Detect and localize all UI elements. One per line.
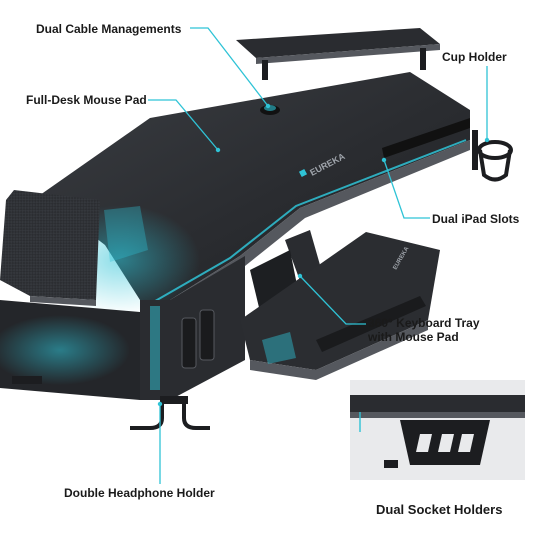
left-wing — [0, 190, 148, 306]
label-keyboard-tray-line1: 360° Keyboard Tray — [368, 316, 480, 330]
leader-lines — [148, 27, 490, 484]
cup-holder-icon — [472, 130, 513, 182]
desk — [0, 72, 470, 400]
headphone-hook-icon — [130, 396, 210, 430]
keyboard-tray-surface — [240, 232, 440, 370]
label-ipad-slots: Dual iPad Slots — [432, 212, 520, 226]
socket-holder-inset — [350, 380, 525, 480]
left-foot — [12, 376, 42, 384]
ipad-slot — [382, 118, 470, 158]
label-keyboard-tray-line2: with Mouse Pad — [368, 330, 459, 344]
label-cable-management: Dual Cable Managements — [36, 22, 182, 36]
label-keyboard-tray: 360° Keyboard Tray with Mouse Pad — [368, 316, 518, 344]
label-cup-holder: Cup Holder — [442, 50, 507, 64]
label-headphone-holder: Double Headphone Holder — [64, 486, 215, 500]
label-mouse-pad: Full-Desk Mouse Pad — [26, 93, 147, 107]
leader-ipad-slots — [383, 159, 430, 219]
label-socket-holders: Dual Socket Holders — [376, 502, 503, 517]
keyboard-tray: EUREKA — [240, 230, 440, 380]
leader-mouse-pad — [148, 99, 219, 151]
monitor-riser — [236, 28, 440, 80]
leader-keyboard-tray — [299, 275, 366, 325]
socket-holder-icon — [400, 420, 490, 465]
leader-cable-management — [190, 27, 269, 107]
